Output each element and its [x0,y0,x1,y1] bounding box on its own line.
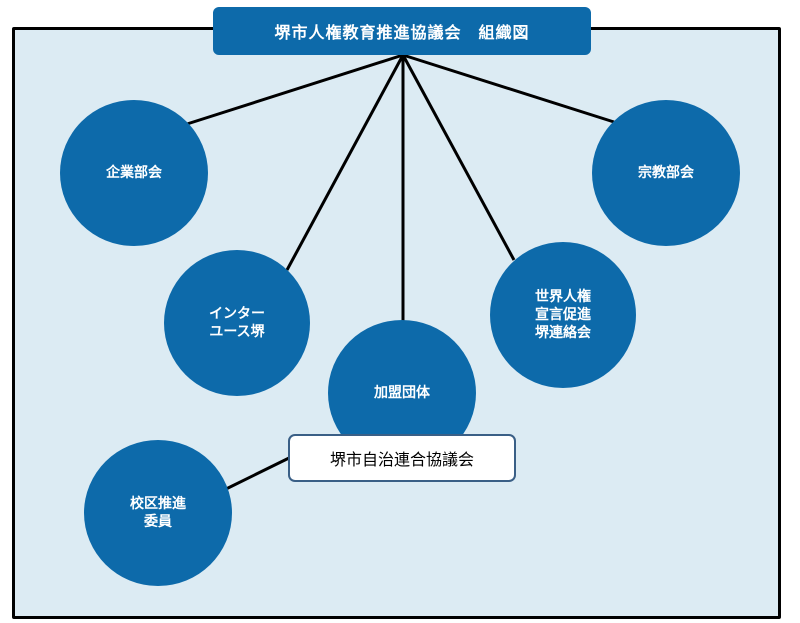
connector-inter [285,54,405,271]
connector-shukyo [402,53,615,124]
node-sekai-jinken: 世界人権 宣言促進 堺連絡会 [490,242,636,388]
node-label-line-1: 校区推進 [130,496,186,512]
node-shukyo-bukai: 宗教部会 [592,100,740,246]
node-label-line-1: 世界人権 [535,289,591,305]
callout-jichi-rengo: 堺市自治連合協議会 [288,434,516,482]
node-label-line-3: 堺連絡会 [535,325,591,341]
org-chart-title-text: 堺市人権教育推進協議会 組織図 [274,23,530,42]
callout-text: 堺市自治連合協議会 [329,450,474,469]
node-label-line-2: ユース堺 [209,324,265,340]
node-label-line-2: 宣言促進 [535,307,591,323]
org-chart-title: 堺市人権教育推進協議会 組織図 [213,7,591,55]
node-kouku-suishin-iin: 校区推進 委員 [84,440,232,586]
connector-callout-kouku [223,456,290,492]
node-label: 宗教部会 [638,165,694,181]
node-kigyo-bukai: 企業部会 [60,100,208,246]
node-label: 企業部会 [106,165,162,181]
connector-kigyo [186,53,404,126]
node-label-line-2: 委員 [144,514,172,530]
node-label: 加盟団体 [374,385,430,401]
connector-sekai [401,54,516,261]
node-label-line-1: インター [209,306,265,322]
node-inter-youth-sakai: インター ユース堺 [164,250,310,396]
